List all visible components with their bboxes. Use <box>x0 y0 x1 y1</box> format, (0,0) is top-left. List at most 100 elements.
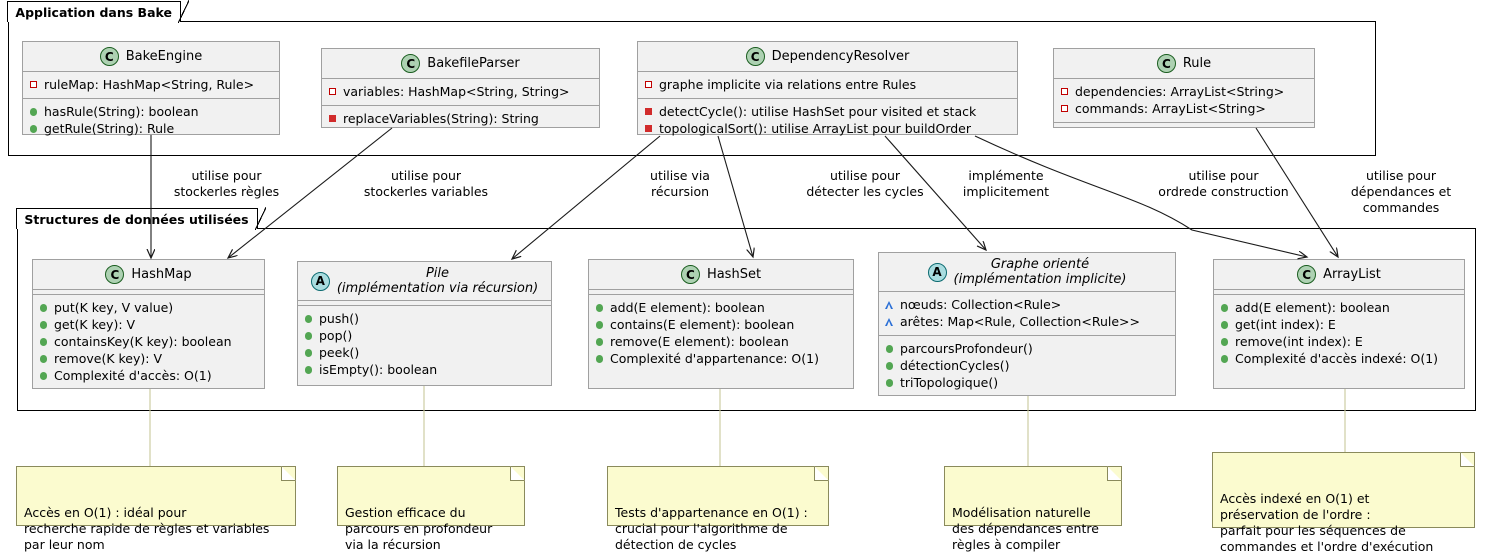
package-title-application: Application dans Bake <box>7 0 189 24</box>
public-method-icon <box>1220 320 1229 329</box>
method-label: add(E element): boolean <box>1235 300 1390 315</box>
note-pile: Gestion efficace du parcours en profonde… <box>337 466 525 552</box>
note-fold-corner <box>814 466 829 481</box>
protected-field-icon <box>885 317 894 326</box>
field-row: ruleMap: HashMap<String, Rule> <box>29 76 272 93</box>
class-rule[interactable]: C Rule dependencies: ArrayList<String> c… <box>1053 48 1315 128</box>
class-bakeengine[interactable]: C BakeEngine ruleMap: HashMap<String, Ru… <box>22 41 280 136</box>
fields-compartment-empty <box>298 301 551 306</box>
method-label: Complexité d'accès: O(1) <box>54 368 212 383</box>
method-label: topologicalSort(): utilise ArrayList pou… <box>659 121 972 136</box>
method-label: pop() <box>319 328 353 343</box>
class-name-bakeengine: BakeEngine <box>125 49 203 64</box>
public-method-icon <box>885 361 894 370</box>
class-hashmap[interactable]: C HashMap put(K key, V value) get(K key)… <box>32 259 265 389</box>
method-label: Complexité d'appartenance: O(1) <box>610 351 819 366</box>
method-row: Complexité d'accès: O(1) <box>39 367 257 384</box>
method-label: push() <box>319 311 360 326</box>
methods-compartment: add(E element): boolean contains(E eleme… <box>589 295 853 372</box>
method-label: peek() <box>319 345 360 360</box>
method-row: push() <box>304 310 544 327</box>
fields-compartment: graphe implicite via relations entre Rul… <box>638 72 1017 99</box>
field-row: commands: ArrayList<String> <box>1060 100 1307 117</box>
abstract-stereotype-icon: A <box>310 271 330 291</box>
public-method-icon <box>885 378 894 387</box>
public-method-icon <box>595 354 604 363</box>
method-row: put(K key, V value) <box>39 299 257 316</box>
method-row: détectionCycles() <box>885 357 1168 374</box>
field-row: nœuds: Collection<Rule> <box>885 296 1168 313</box>
method-row: Complexité d'appartenance: O(1) <box>595 350 846 367</box>
class-header-hashmap: C HashMap <box>33 260 264 290</box>
method-label: get(K key): V <box>54 317 136 332</box>
method-row: get(int index): E <box>1220 316 1457 333</box>
fields-compartment: nœuds: Collection<Rule> arêtes: Map<Rule… <box>879 292 1175 336</box>
public-method-icon <box>1220 303 1229 312</box>
field-label: commands: ArrayList<String> <box>1075 101 1266 116</box>
method-row: add(E element): boolean <box>595 299 846 316</box>
class-stereotype-icon: C <box>1156 54 1176 73</box>
method-label: remove(int index): E <box>1235 334 1363 349</box>
fields-compartment-empty <box>1214 290 1464 295</box>
class-bakefileparser[interactable]: C BakefileParser variables: HashMap<Stri… <box>321 48 600 128</box>
edge-label-dependances-commandes: utilise pour dépendances et commandes <box>1350 168 1452 215</box>
class-stereotype-icon: C <box>401 54 421 73</box>
method-label: containsKey(K key): boolean <box>54 334 232 349</box>
public-method-icon <box>39 371 48 380</box>
class-name-hashmap: HashMap <box>131 267 192 282</box>
class-name-dependencyresolver: DependencyResolver <box>771 49 910 64</box>
public-method-icon <box>39 337 48 346</box>
field-label: ruleMap: HashMap<String, Rule> <box>44 77 255 92</box>
methods-compartment: put(K key, V value) get(K key): V contai… <box>33 295 264 389</box>
field-row: arêtes: Map<Rule, Collection<Rule>> <box>885 313 1168 330</box>
method-label: Complexité d'accès indexé: O(1) <box>1235 351 1439 366</box>
public-method-icon <box>39 303 48 312</box>
methods-compartment: hasRule(String): boolean getRule(String)… <box>23 99 279 142</box>
public-method-icon <box>304 314 313 323</box>
edge-label-stocker-variables: utilise pour stockerles variables <box>363 168 489 199</box>
class-stereotype-icon: C <box>745 47 765 66</box>
methods-compartment: parcoursProfondeur() détectionCycles() t… <box>879 336 1175 396</box>
class-pile[interactable]: A Pile (implémentation via récursion) pu… <box>297 261 552 386</box>
private-field-icon <box>328 87 337 96</box>
method-label: parcoursProfondeur() <box>900 341 1033 356</box>
class-graphe-oriente[interactable]: A Graphe orienté (implémentation implici… <box>878 252 1176 396</box>
fields-compartment-empty <box>33 290 264 295</box>
class-stereotype-icon: C <box>105 265 125 284</box>
method-label: détectionCycles() <box>900 358 1010 373</box>
private-method-icon <box>328 114 337 123</box>
method-row: replaceVariables(String): String <box>328 110 592 127</box>
note-text: Modélisation naturelle des dépendances e… <box>952 505 1099 552</box>
class-arraylist[interactable]: C ArrayList add(E element): boolean get(… <box>1213 259 1465 389</box>
public-method-icon <box>885 344 894 353</box>
public-method-icon <box>39 354 48 363</box>
method-row: peek() <box>304 344 544 361</box>
note-arraylist: Accès indexé en O(1) et préservation de … <box>1212 452 1475 554</box>
field-label: nœuds: Collection<Rule> <box>900 297 1062 312</box>
method-label: isEmpty(): boolean <box>319 362 438 377</box>
note-graphe: Modélisation naturelle des dépendances e… <box>944 466 1122 552</box>
method-row: getRule(String): Rule <box>29 120 272 137</box>
method-row: Complexité d'accès indexé: O(1) <box>1220 350 1457 367</box>
field-row: variables: HashMap<String, String> <box>328 83 592 100</box>
method-row: topologicalSort(): utilise ArrayList pou… <box>644 120 1010 137</box>
methods-compartment-empty <box>1054 123 1314 128</box>
class-hashset[interactable]: C HashSet add(E element): boolean contai… <box>588 259 854 389</box>
public-method-icon <box>29 107 38 116</box>
private-field-icon <box>1060 104 1069 113</box>
private-field-icon <box>29 80 38 89</box>
method-row: isEmpty(): boolean <box>304 361 544 378</box>
private-method-icon <box>644 124 653 133</box>
class-dependencyresolver[interactable]: C DependencyResolver graphe implicite vi… <box>637 41 1018 137</box>
public-method-icon <box>304 365 313 374</box>
method-row: detectCycle(): utilise HashSet pour visi… <box>644 103 1010 120</box>
class-header-bakefileparser: C BakefileParser <box>322 49 599 79</box>
class-subtitle-text: (implémentation implicite) <box>953 272 1127 287</box>
class-name-pile: Pile (implémentation via récursion) <box>337 266 538 296</box>
field-row: graphe implicite via relations entre Rul… <box>644 76 1010 93</box>
method-label: triTopologique() <box>900 375 999 390</box>
public-method-icon <box>39 320 48 329</box>
class-name-graphe: Graphe orienté (implémentation implicite… <box>954 257 1127 287</box>
public-method-icon <box>595 320 604 329</box>
method-row: parcoursProfondeur() <box>885 340 1168 357</box>
